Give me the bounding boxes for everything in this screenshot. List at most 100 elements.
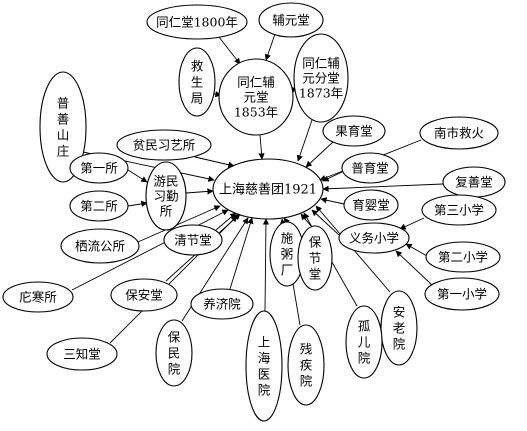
node-diyi: 第一小学: [424, 277, 500, 311]
node-ellipse: [419, 116, 499, 150]
node-yuying: 育婴堂: [343, 189, 399, 221]
node-youmin: 游民习勤所: [145, 161, 187, 231]
node-label: 同仁堂1800年: [156, 15, 238, 30]
node-ellipse: [69, 190, 129, 222]
node-label: 育婴堂: [352, 198, 390, 213]
edge-puyu-to-center: [322, 171, 343, 182]
node-ellipse: [343, 189, 399, 221]
node-label: 普善山庄: [57, 96, 70, 159]
node-disan: 第三小学: [421, 194, 497, 226]
node-diyisuo: 第一所: [69, 152, 129, 184]
node-ellipse: [287, 324, 325, 406]
node-fuyuan: 辅元堂: [258, 2, 324, 38]
node-label: 第三小学: [434, 203, 484, 218]
node-label: 游民习勤所: [153, 174, 178, 219]
node-label: 保节堂: [309, 235, 322, 282]
node-ellipse: [245, 310, 283, 422]
node-tuohan: 庀寒所: [2, 281, 74, 313]
node-label: 三知堂: [63, 347, 101, 362]
node-label: 养济院: [203, 297, 241, 312]
edge-pinmin-to-center: [194, 156, 235, 168]
edge-baojie-to-center: [300, 213, 312, 227]
node-label: 施粥厂: [281, 231, 294, 278]
edge-yangji-to-center: [229, 217, 254, 290]
node-ellipse: [69, 152, 129, 184]
node-label: 第一小学: [437, 287, 487, 302]
node-ellipse: [212, 158, 324, 220]
edge-haiyiyuan-to-center: [262, 218, 270, 312]
node-guer: 孤儿院: [345, 305, 383, 379]
node-yangji: 养济院: [190, 288, 254, 320]
node-ellipse: [421, 194, 497, 226]
edge-dier-to-yiwu: [405, 243, 428, 257]
node-label: 复善堂: [455, 175, 493, 190]
edge-shizhou-to-center: [283, 217, 290, 225]
node-pinmin: 贫民习艺所: [116, 129, 212, 161]
node-ellipse: [46, 337, 118, 371]
node-ellipse: [218, 58, 294, 136]
edge-diyisuo-to-youmin: [127, 169, 148, 183]
node-haiyiyuan: 上海医院: [245, 310, 283, 422]
node-label: 第一所: [80, 161, 118, 176]
edge-diyi-to-yiwu: [395, 250, 433, 286]
node-label: 栖流公所: [75, 239, 125, 254]
node-baoan: 保安堂: [110, 278, 178, 312]
node-label: 南市救火: [434, 126, 485, 141]
node-ellipse: [163, 224, 223, 256]
edge-tongren1800-to-tongrenfuyuan1853: [218, 36, 241, 65]
node-yiwu: 义务小学: [338, 222, 410, 254]
node-ellipse: [424, 277, 500, 311]
edge-disan-to-yiwu: [399, 217, 425, 230]
node-label: 义务小学: [349, 231, 399, 246]
node-label: 果育堂: [335, 124, 373, 139]
node-ellipse: [297, 225, 333, 291]
node-ellipse: [338, 222, 410, 254]
edge-fushan-to-center: [322, 183, 444, 192]
node-qingjie: 清节堂: [163, 224, 223, 256]
node-label: 庀寒所: [19, 290, 57, 305]
node-ellipse: [155, 319, 193, 387]
node-label: 普育堂: [351, 161, 389, 176]
node-baojie: 保节堂: [297, 225, 333, 291]
node-label: 保安堂: [125, 288, 163, 303]
node-sanzhi: 三知堂: [46, 337, 118, 371]
node-label: 安老院: [393, 305, 406, 352]
node-ellipse: [345, 305, 383, 379]
edge-yuying-to-center: [320, 197, 345, 205]
node-label: 贫民习艺所: [133, 138, 196, 153]
node-shizhou: 施粥厂: [269, 221, 305, 287]
edge-tuohan-to-center: [71, 209, 229, 291]
node-ellipse: [39, 71, 87, 183]
node-ellipse: [110, 278, 178, 312]
node-ellipse: [2, 281, 74, 313]
edge-fenfutang1873-to-center: [296, 119, 313, 162]
node-fushan: 复善堂: [442, 166, 506, 198]
node-pushan: 普善山庄: [39, 71, 87, 183]
node-ellipse: [258, 2, 324, 38]
node-canji: 残疾院: [287, 324, 325, 406]
edge-fuyuan-to-tongrenfuyuan1853: [264, 33, 276, 61]
node-ellipse: [146, 4, 248, 40]
node-label: 残疾院: [300, 342, 313, 389]
node-dier: 第二小学: [425, 241, 501, 273]
node-label: 上海医院: [258, 335, 271, 398]
edge-diersuo-to-youmin: [127, 200, 148, 207]
node-ellipse: [145, 161, 187, 231]
node-diersuo: 第二所: [69, 190, 129, 222]
node-label: 第二所: [80, 199, 118, 214]
node-ellipse: [178, 47, 216, 117]
node-ellipse: [293, 33, 349, 123]
node-ellipse: [341, 152, 399, 184]
node-label: 辅元堂: [272, 13, 310, 28]
node-label: 上海慈善团1921: [219, 182, 317, 198]
node-anlao: 安老院: [380, 290, 418, 366]
node-jiusheng: 救生局: [178, 47, 216, 117]
node-tongren1800: 同仁堂1800年: [146, 4, 248, 40]
edge-youmin-to-center: [185, 188, 214, 195]
node-center: 上海慈善团1921: [212, 158, 324, 220]
node-label: 保民院: [168, 330, 181, 377]
node-puyu: 普育堂: [341, 152, 399, 184]
